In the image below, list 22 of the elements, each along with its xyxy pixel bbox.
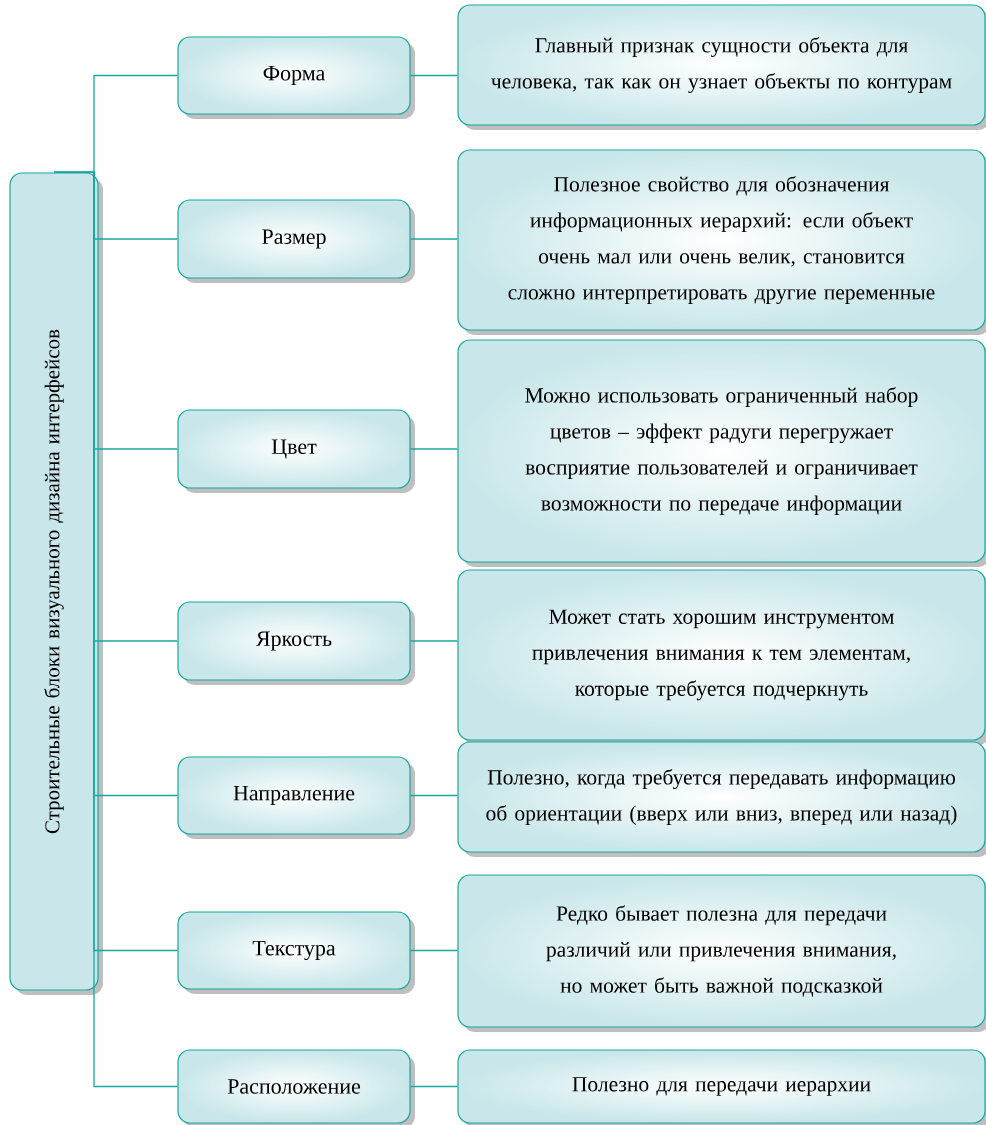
property-box: Направление — [177, 756, 411, 835]
description-box: Главный признак сущности объекта для человека, так как он узнает объекты по контурам — [457, 4, 986, 126]
category-box: Строительные блоки визуального дизайна интерфейсов — [9, 172, 99, 991]
property-box: Цвет — [177, 409, 411, 489]
property-box: Размер — [177, 199, 411, 279]
connector-line — [409, 640, 459, 642]
description-box: Полезно для передачи иерархии — [457, 1049, 986, 1124]
property-box: Текстура — [177, 911, 411, 990]
connector-line — [409, 238, 459, 240]
description-box: Может стать хорошим инструментом привлечения внимания к тем элементам, которые требуется подчеркнуть — [457, 569, 986, 741]
description-box: Можно использовать ограниченный набор цветов – эффект радуги перегружает восприятие пользователей и ограничивает возможности по передаче информации — [457, 339, 986, 563]
connector-line — [409, 1085, 459, 1088]
connector-line — [409, 74, 459, 77]
property-box: Форма — [177, 36, 411, 115]
property-box: Яркость — [177, 601, 411, 681]
connector-line — [409, 794, 459, 797]
connector-line — [409, 949, 459, 952]
description-box: Полезно, когда требуется передавать информацию об ориентации (вверх или вниз, вперед или назад) — [457, 741, 986, 853]
description-box: Редко бывает полезна для передачи различий или привлечения внимания, но может быть важной подсказкой — [457, 874, 986, 1028]
property-box: Расположение — [177, 1049, 411, 1124]
description-box: Полезное свойство для обозначения информационных иерархий: если объект очень мал или очень велик, становится сложно интерпретировать другие переменные — [457, 149, 986, 331]
connector-line — [409, 448, 459, 450]
